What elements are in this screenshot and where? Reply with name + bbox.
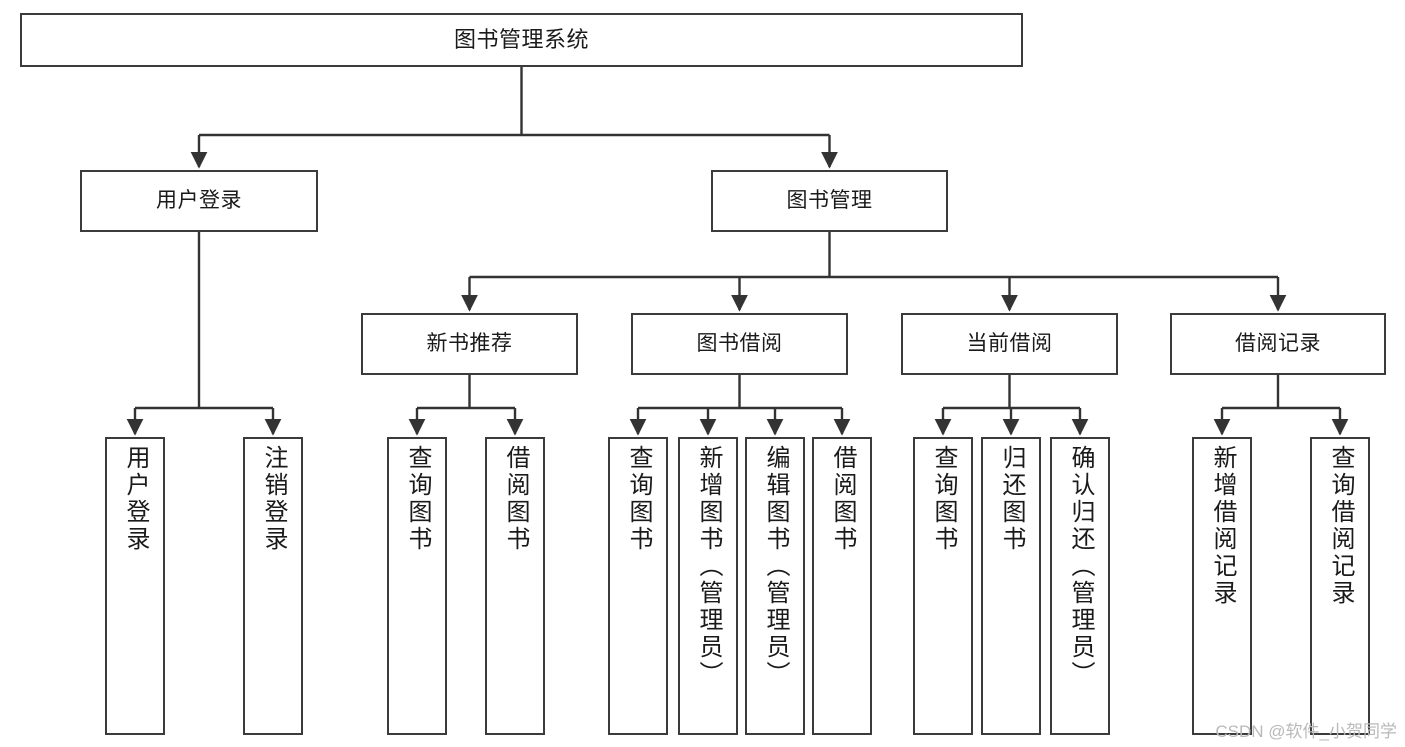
node-l10[interactable]: 归还图书 (981, 437, 1041, 735)
node-current[interactable]: 当前借阅 (901, 313, 1118, 375)
node-l7[interactable]: 编辑图书（管理员） (745, 437, 805, 735)
node-root[interactable]: 图书管理系统 (20, 13, 1023, 67)
node-l11[interactable]: 确认归还（管理员） (1050, 437, 1110, 735)
csdn-watermark: CSDN @软件_小贺同学 (1215, 722, 1397, 741)
node-label: 新书推荐 (426, 331, 513, 355)
node-l12[interactable]: 新增借阅记录 (1192, 437, 1252, 735)
node-borrow[interactable]: 图书借阅 (631, 313, 848, 375)
node-l2[interactable]: 注销登录 (243, 437, 303, 735)
node-label: 图书借阅 (696, 331, 783, 355)
node-label: 新增借阅记录 (1209, 445, 1236, 607)
node-label: 新增图书（管理员） (695, 445, 722, 688)
node-l3[interactable]: 查询图书 (387, 437, 447, 735)
node-label: 借阅图书 (502, 445, 529, 553)
node-label: 图书管理系统 (453, 27, 589, 53)
node-label: 当前借阅 (966, 331, 1053, 355)
node-label: 用户登录 (122, 445, 149, 553)
node-l6[interactable]: 新增图书（管理员） (678, 437, 738, 735)
node-label: 编辑图书（管理员） (762, 445, 789, 688)
node-l8[interactable]: 借阅图书 (812, 437, 872, 735)
node-label: 查询图书 (625, 445, 652, 553)
node-l13[interactable]: 查询借阅记录 (1310, 437, 1370, 735)
node-login[interactable]: 用户登录 (80, 170, 318, 232)
node-l9[interactable]: 查询图书 (913, 437, 973, 735)
node-l4[interactable]: 借阅图书 (485, 437, 545, 735)
node-label: 用户登录 (156, 188, 242, 212)
node-label: 归还图书 (998, 445, 1025, 553)
node-l5[interactable]: 查询图书 (608, 437, 668, 735)
node-record[interactable]: 借阅记录 (1170, 313, 1386, 375)
node-label: 借阅记录 (1235, 331, 1321, 355)
node-label: 查询图书 (404, 445, 431, 553)
node-label: 查询图书 (930, 445, 957, 553)
node-bookmgmt[interactable]: 图书管理 (711, 170, 948, 232)
node-label: 图书管理 (786, 188, 873, 212)
node-label: 确认归还（管理员） (1067, 445, 1094, 688)
node-label: 注销登录 (260, 445, 287, 553)
node-label: 借阅图书 (829, 445, 856, 553)
node-l1[interactable]: 用户登录 (105, 437, 165, 735)
node-newbook[interactable]: 新书推荐 (361, 313, 578, 375)
node-label: 查询借阅记录 (1327, 445, 1354, 607)
